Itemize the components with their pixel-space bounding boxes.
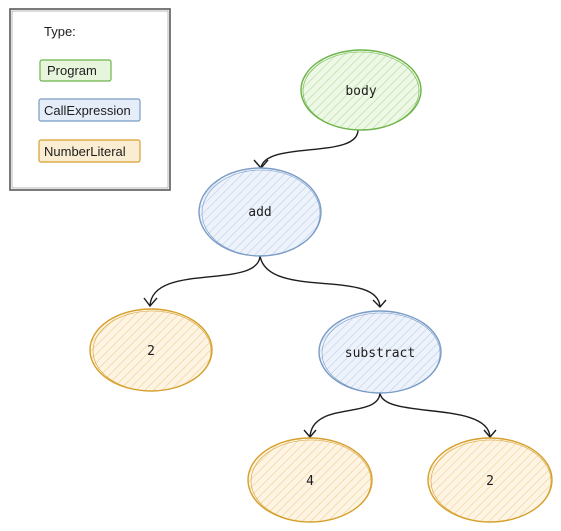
node-num3-label: 2 <box>486 474 494 489</box>
edges <box>143 128 497 439</box>
edge-substract-num2 <box>309 391 381 438</box>
legend-title: Type: <box>44 24 76 39</box>
edge-body-add <box>260 128 359 169</box>
node-substract: substract <box>318 310 442 394</box>
legend-swatch-callexpression <box>38 98 141 122</box>
edge-substract-num2-arrowhead <box>303 429 317 439</box>
legend-label-program: Program <box>47 63 97 78</box>
edge-add-substract <box>259 255 381 308</box>
edge-add-num1-arrowhead <box>143 297 158 308</box>
node-num3: 2 <box>427 437 553 523</box>
node-body: body <box>300 49 422 131</box>
legend: Type: Program CallExpression NumberLiter… <box>9 8 171 191</box>
legend-frame <box>9 8 171 191</box>
legend-label-callexpression: CallExpression <box>44 103 131 118</box>
node-substract-label: substract <box>345 346 415 361</box>
node-body-label: body <box>345 84 376 99</box>
edge-add-num1 <box>149 255 261 307</box>
node-num2: 4 <box>247 437 373 523</box>
node-add-label: add <box>248 205 271 220</box>
node-num1: 2 <box>89 308 213 392</box>
legend-swatch-numberliteral <box>38 139 141 163</box>
node-num1-label: 2 <box>147 344 155 359</box>
edge-substract-num3-arrowhead <box>483 429 497 439</box>
node-add: add <box>198 167 322 257</box>
node-num2-label: 4 <box>306 474 314 489</box>
legend-swatch-program <box>39 59 112 82</box>
legend-label-numberliteral: NumberLiteral <box>44 144 126 159</box>
edge-add-substract-arrowhead <box>372 299 387 309</box>
edge-substract-num3 <box>379 391 491 438</box>
